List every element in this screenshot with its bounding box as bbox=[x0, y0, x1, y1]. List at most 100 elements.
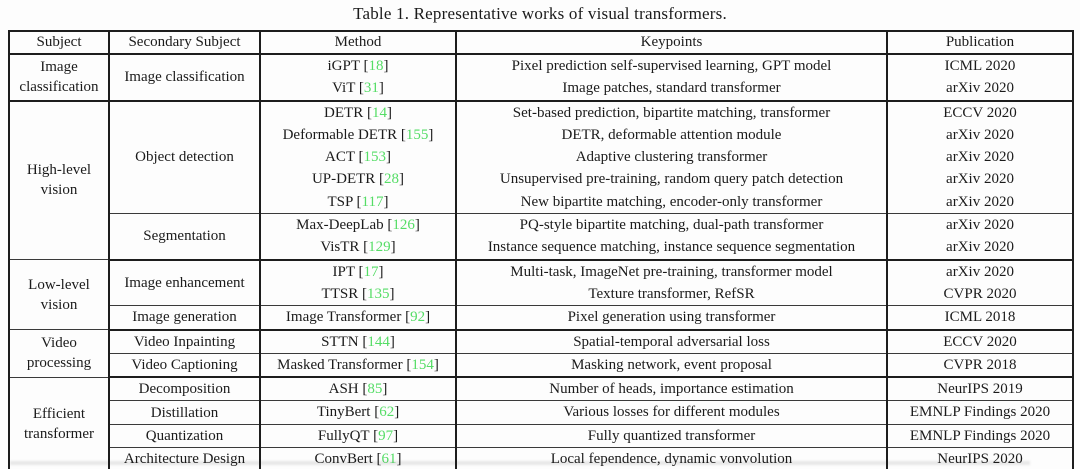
secondary-subject-cell: Image enhancement bbox=[108, 259, 260, 307]
method-name: VisTR [129] bbox=[320, 239, 396, 256]
method-cell: DETR [14]Deformable DETR [155]ACT [153]U… bbox=[259, 100, 456, 215]
column-header-method: Method bbox=[259, 31, 456, 55]
keypoints-cell: Masking network, event proposal bbox=[455, 353, 887, 379]
citation-number: 135 bbox=[366, 285, 390, 302]
publication-text: CVPR 2018 bbox=[943, 356, 1017, 373]
method-name: TSP [117] bbox=[327, 193, 389, 210]
keypoints-cell: Various losses for different modules bbox=[455, 400, 887, 425]
method-cell: IPT [17] TTSR [135] bbox=[259, 259, 456, 307]
citation-number: 92 bbox=[410, 309, 426, 326]
publication-text: arXiv 2020 bbox=[946, 126, 1014, 143]
keypoints-text: Pixel prediction self-supervised learnin… bbox=[511, 58, 832, 74]
method-name: DETR [14] bbox=[324, 104, 392, 121]
method-cell: Image Transformer [92] bbox=[259, 305, 456, 331]
publication-cell: arXiv 2020 arXiv 2020 bbox=[886, 213, 1073, 261]
secondary-subject-cell: Object detection bbox=[108, 100, 260, 215]
method-name: UP-DETR [28] bbox=[311, 171, 405, 188]
publication-cell: NeurIPS 2020 bbox=[886, 447, 1073, 469]
citation-number: 117 bbox=[361, 193, 384, 210]
method-cell: TinyBert [62] bbox=[259, 400, 456, 425]
citation-number: 28 bbox=[384, 171, 400, 188]
citation-number: 155 bbox=[405, 126, 429, 143]
subject-cell: Video processing bbox=[9, 329, 109, 378]
publication-text: ECCV 2020 bbox=[943, 104, 1017, 121]
publication-text: arXiv 2020 bbox=[946, 80, 1014, 97]
method-name: STTN [144] bbox=[321, 333, 395, 350]
subject-cell: Image classification bbox=[9, 54, 109, 102]
publication-text: ECCV 2020 bbox=[943, 333, 1017, 350]
subject-cell: High-level vision bbox=[9, 100, 109, 261]
publication-text: EMNLP Findings 2020 bbox=[909, 404, 1051, 421]
keypoints-cell: Fully quantized transformer bbox=[455, 424, 887, 449]
publication-cell: EMNLP Findings 2020 bbox=[886, 400, 1073, 425]
publication-text: arXiv 2020 bbox=[946, 239, 1014, 256]
method-cell: ConvBert [61] bbox=[259, 447, 456, 469]
keypoints-cell: Multi-task, ImageNet pre-training, trans… bbox=[455, 259, 887, 307]
method-name: TTSR [135] bbox=[321, 285, 395, 302]
method-name: TinyBert [62] bbox=[316, 404, 400, 421]
citation-number: 126 bbox=[392, 217, 415, 234]
publication-text: NeurIPS 2019 bbox=[937, 381, 1023, 398]
column-header-publication: Publication bbox=[886, 31, 1073, 55]
keypoints-text: Number of heads, importance estimation bbox=[549, 381, 794, 398]
keypoints-text: Spatial-temporal adversarial loss bbox=[573, 333, 770, 350]
method-name: IPT [17] bbox=[332, 263, 384, 280]
subject-cell: Low-level vision bbox=[9, 259, 109, 331]
keypoints-cell: Number of heads, importance estimation bbox=[455, 377, 887, 402]
method-name: ASH [85] bbox=[328, 381, 388, 398]
header-row: Subject Secondary Subject Method Keypoin… bbox=[9, 31, 1073, 55]
citation-number: 154 bbox=[411, 356, 434, 373]
subject-cell: Efficient transformer bbox=[9, 377, 109, 469]
citation-number: 153 bbox=[363, 149, 386, 166]
column-header-secondary-subject: Secondary Subject bbox=[108, 31, 260, 55]
keypoints-text: Instance sequence matching, instance seq… bbox=[487, 239, 856, 256]
citation-number: 17 bbox=[363, 263, 379, 280]
keypoints-text: New bipartite matching, encoder-only tra… bbox=[520, 193, 823, 210]
column-header-keypoints: Keypoints bbox=[455, 31, 887, 55]
keypoints-text: Pixel generation using transformer bbox=[567, 309, 776, 326]
keypoints-text: Texture transformer, RefSR bbox=[588, 285, 755, 302]
secondary-subject-cell: Quantization bbox=[108, 424, 260, 449]
keypoints-text: Local fependence, dynamic vonvolution bbox=[550, 451, 793, 468]
keypoints-text: Various losses for different modules bbox=[563, 404, 780, 421]
publication-text: arXiv 2020 bbox=[946, 217, 1014, 234]
method-cell: iGPT [18]ViT [31] bbox=[259, 54, 456, 102]
method-name: Masked Transformer [154] bbox=[277, 356, 439, 373]
publication-text: arXiv 2020 bbox=[946, 193, 1014, 210]
keypoints-cell: Pixel prediction self-supervised learnin… bbox=[455, 54, 887, 102]
keypoints-cell: Pixel generation using transformer bbox=[455, 305, 887, 331]
keypoints-cell: Local fependence, dynamic vonvolution bbox=[455, 447, 887, 469]
citation-number: 97 bbox=[378, 427, 394, 444]
citation-number: 62 bbox=[379, 404, 395, 421]
secondary-subject-cell: Architecture Design bbox=[108, 447, 260, 469]
representative-works-table: Subject Secondary Subject Method Keypoin… bbox=[8, 30, 1074, 469]
keypoints-text: Multi-task, ImageNet pre-training, trans… bbox=[510, 263, 833, 280]
secondary-subject-cell: Distillation bbox=[108, 400, 260, 425]
publication-text: CVPR 2020 bbox=[943, 285, 1017, 302]
method-name: ViT [31] bbox=[332, 80, 384, 97]
keypoints-cell: Set-based prediction, bipartite matching… bbox=[455, 100, 887, 215]
citation-number: 18 bbox=[368, 58, 384, 74]
secondary-subject-cell: Video Inpainting bbox=[108, 329, 260, 354]
table-caption: Table 1. Representative works of visual … bbox=[353, 4, 727, 23]
publication-text: ICML 2018 bbox=[944, 309, 1016, 326]
keypoints-text: Masking network, event proposal bbox=[571, 356, 772, 373]
publication-cell: ICML 2018 bbox=[886, 305, 1073, 331]
method-cell: ASH [85] bbox=[259, 377, 456, 402]
citation-number: 61 bbox=[381, 451, 397, 468]
keypoints-text: PQ-style bipartite matching, dual-path t… bbox=[519, 217, 824, 234]
publication-text: arXiv 2020 bbox=[946, 171, 1014, 188]
citation-number: 129 bbox=[368, 239, 391, 256]
keypoints-text: DETR, deformable attention module bbox=[561, 126, 782, 143]
secondary-subject-cell: Image generation bbox=[108, 305, 260, 331]
